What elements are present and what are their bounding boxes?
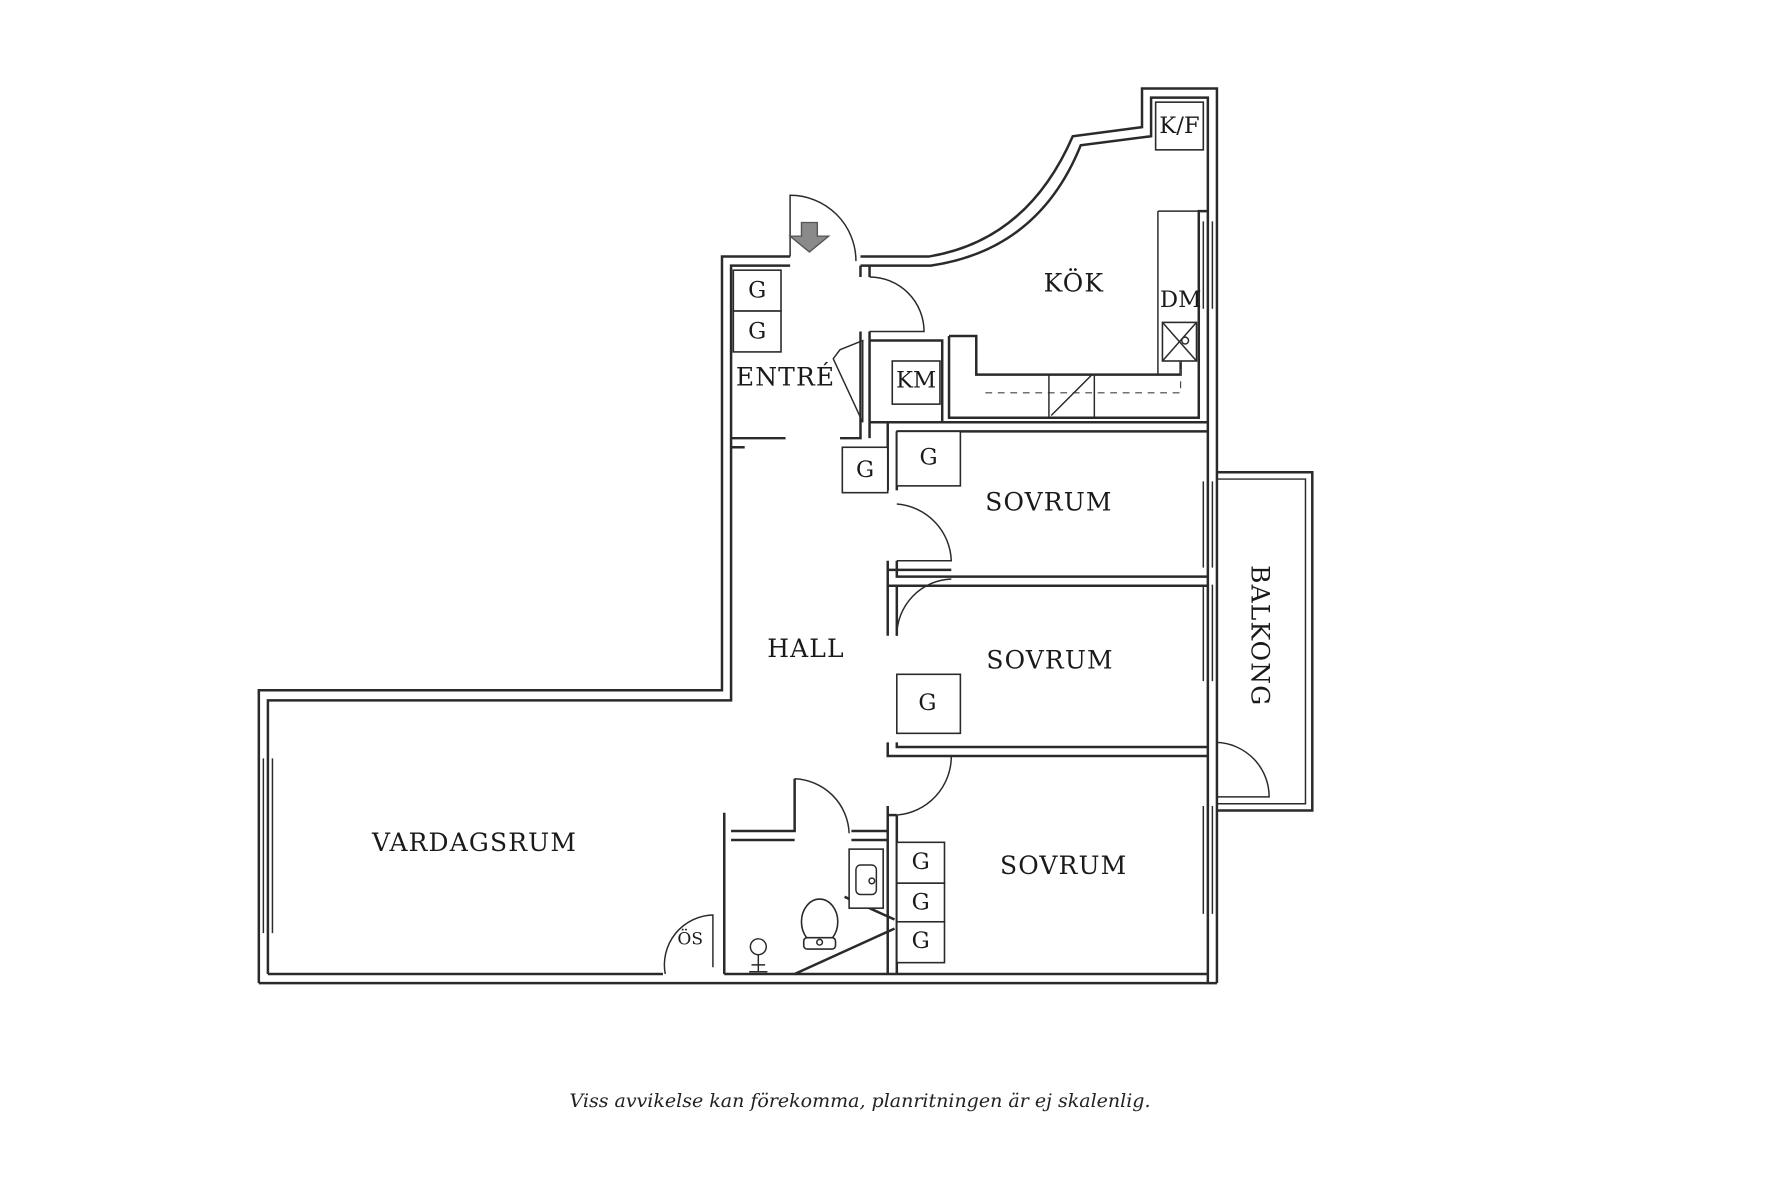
fixture-label-dm: DM xyxy=(1160,287,1201,313)
toilet-icon xyxy=(800,898,839,950)
shower-icon xyxy=(749,938,768,973)
wardrobe-label: G xyxy=(748,319,766,345)
room-label-sovrum-2: SOVRUM xyxy=(986,645,1113,674)
interior-walls xyxy=(723,209,1208,976)
room-label-hall: HALL xyxy=(767,634,845,663)
outer-walls xyxy=(257,87,1219,985)
os-door[interactable] xyxy=(663,914,714,975)
wardrobe-label: G xyxy=(912,928,930,954)
room-label-entre: ENTRÉ xyxy=(736,363,835,392)
room-label-sovrum-3: SOVRUM xyxy=(1000,851,1127,880)
fixture-label-km: KM xyxy=(896,367,936,393)
fixture-label-os: ÖS xyxy=(677,928,703,949)
bedroom-2-door[interactable] xyxy=(896,578,952,636)
kitchen-fixtures xyxy=(985,101,1205,418)
bathroom-door[interactable] xyxy=(794,778,850,834)
bedroom-1-door[interactable] xyxy=(896,503,953,562)
fixture-label-kf: K/F xyxy=(1159,113,1199,139)
room-label-balkong: BALKONG xyxy=(1245,565,1274,706)
balcony xyxy=(1216,470,1314,812)
entrance-arrow-icon xyxy=(788,221,831,253)
wardrobe-label: G xyxy=(918,690,936,716)
bathroom-fixtures xyxy=(749,848,884,973)
wardrobe-label: G xyxy=(920,445,938,471)
bedroom-3-door[interactable] xyxy=(896,756,953,816)
doors xyxy=(663,194,1270,975)
room-label-kok: KÖK xyxy=(1044,268,1105,297)
sink-icon xyxy=(848,848,884,909)
ventilation-icon xyxy=(1161,321,1198,362)
wardrobe-label: G xyxy=(856,457,874,483)
wardrobe-label: G xyxy=(748,278,766,304)
km-door[interactable] xyxy=(832,339,864,423)
disclaimer-text: Viss avvikelse kan förekomma, planritnin… xyxy=(569,1090,1151,1112)
kitchen-door[interactable] xyxy=(869,276,925,333)
entrance-door[interactable] xyxy=(789,194,857,262)
room-label-sovrum-1: SOVRUM xyxy=(985,488,1112,517)
wardrobe-label: G xyxy=(912,849,930,875)
wardrobes xyxy=(732,269,962,964)
wardrobe-label: G xyxy=(912,890,930,916)
room-label-vardagsrum: VARDAGSRUM xyxy=(371,828,577,857)
balcony-door[interactable] xyxy=(1216,741,1270,798)
